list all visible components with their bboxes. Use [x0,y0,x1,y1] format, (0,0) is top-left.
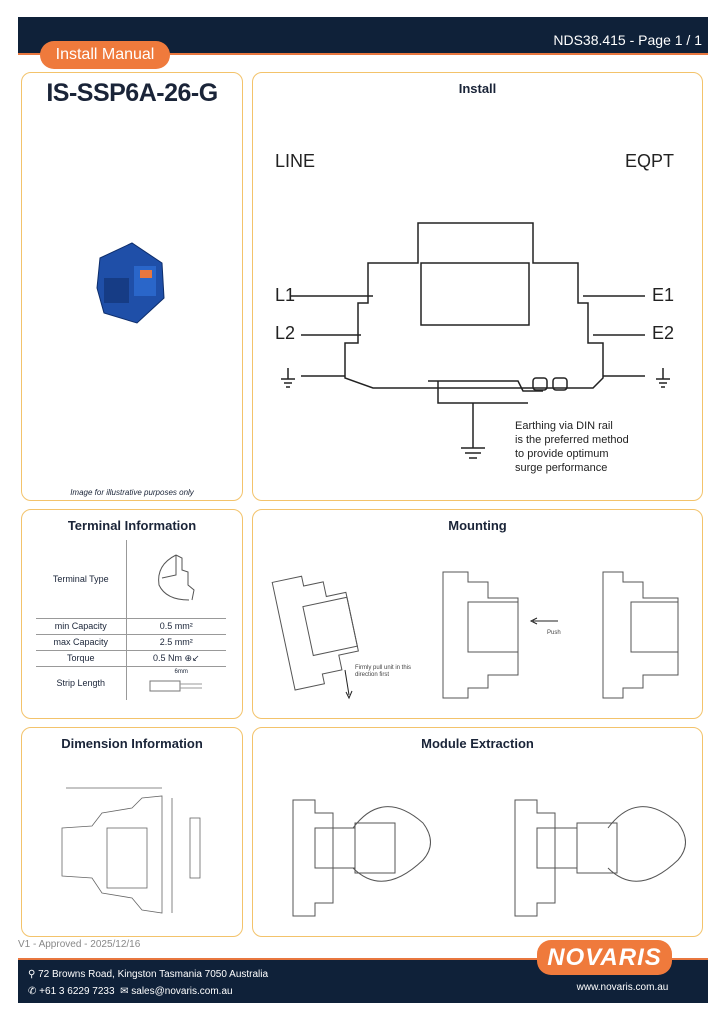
email-link[interactable]: sales@novaris.com.au [131,986,233,997]
pull-note: Firmly pull unit in this direction first [355,665,412,678]
website-link[interactable]: www.novaris.com.au [576,982,669,993]
novaris-logo: NOVARIS [537,940,672,975]
dimension-drawing [61,787,201,914]
table-row: Strip Length 6mm [36,666,226,700]
push-label: Push [547,630,561,636]
earth-icon-right [656,368,670,388]
product-panel: IS-SSP6A-26-G Image for illustrative pur… [21,72,243,501]
l2-label: L2 [275,323,296,343]
strip-length-label: 6mm [174,668,188,675]
extraction-diagram [292,799,686,917]
e1-label: E1 [651,285,674,305]
phone-icon: ✆ [28,986,37,997]
approval-status: V1 - Approved - 2025/12/16 [18,939,141,950]
extraction-title: Module Extraction [421,736,534,751]
torque-icon: ⊕↙ [184,652,200,663]
e2-label: E2 [651,323,674,343]
install-manual-badge: Install Manual [40,41,170,69]
terminal-type-icon [157,554,195,601]
location-pin-icon: ⚲ [28,969,36,980]
install-panel: Install LINE EQPT L1 L2 E1 E2 Earthing v… [252,72,703,501]
strip-length-icon [149,680,203,692]
address-line: ⚲ 72 Browns Road, Kingston Tasmania 7050… [28,969,269,980]
dimension-panel: Dimension Information [21,727,243,937]
l1-label: L1 [275,285,296,305]
earth-icon-left [281,368,295,388]
line-label: LINE [275,151,316,171]
dimension-title: Dimension Information [61,736,203,751]
extraction-panel: Module Extraction [252,727,703,937]
product-code: IS-SSP6A-26-G [46,79,218,107]
install-title: Install [458,81,497,96]
wiring-diagram [281,222,670,459]
phone-number[interactable]: +61 3 6229 7233 [39,986,115,997]
product-image [96,242,165,324]
contact-line: ✆ +61 3 6229 7233 ✉ sales@novaris.com.au [28,986,233,997]
terminal-title: Terminal Information [67,518,197,533]
terminal-panel: Terminal Information Terminal Type min C… [21,509,243,719]
email-icon: ✉ [120,986,129,997]
table-row: Terminal Type [36,540,226,619]
mounting-panel: Mounting Firmly pull unit in this direct… [252,509,703,719]
image-caption: Image for illustrative purposes only [70,488,194,497]
page-reference: NDS38.415 - Page 1 / 1 [553,32,702,48]
mounting-diagram [271,571,679,700]
eqpt-label: EQPT [624,151,674,171]
mounting-title: Mounting [448,518,507,533]
